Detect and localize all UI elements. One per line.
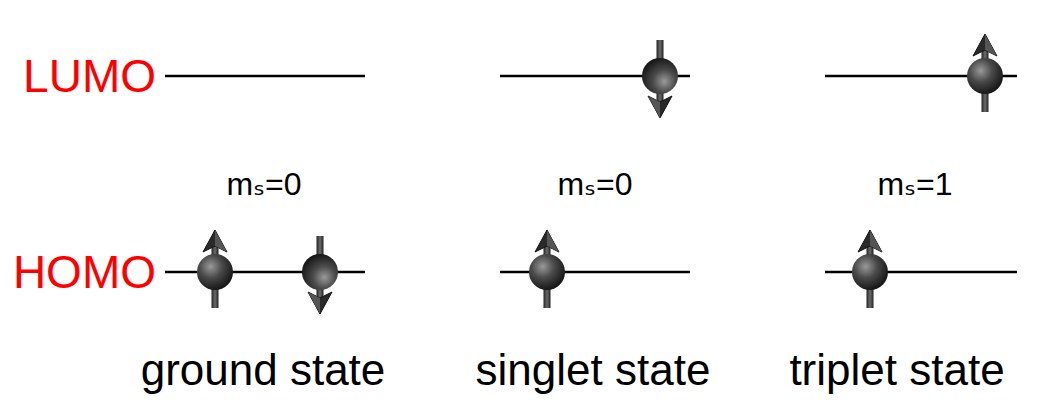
- orbital-name: HOMO: [13, 249, 156, 295]
- electron-spin-down: [302, 236, 338, 314]
- state-label: singlet state: [476, 348, 711, 392]
- electron-spin-down: [642, 40, 678, 118]
- electron-spin-up: [967, 34, 1003, 112]
- spin-quantum-number: mₛ=0: [226, 168, 301, 200]
- spin-quantum-number: mₛ=1: [877, 168, 952, 200]
- electron-spin-up: [529, 230, 565, 308]
- electron-spin-up: [197, 230, 233, 308]
- spin-quantum-number: mₛ=0: [557, 168, 632, 200]
- energy-level: [500, 271, 690, 274]
- state-label: triplet state: [789, 348, 1004, 392]
- energy-level: [165, 75, 365, 78]
- state-label: ground state: [141, 348, 386, 392]
- orbital-name: LUMO: [23, 53, 156, 99]
- electron-spin-up: [852, 230, 888, 308]
